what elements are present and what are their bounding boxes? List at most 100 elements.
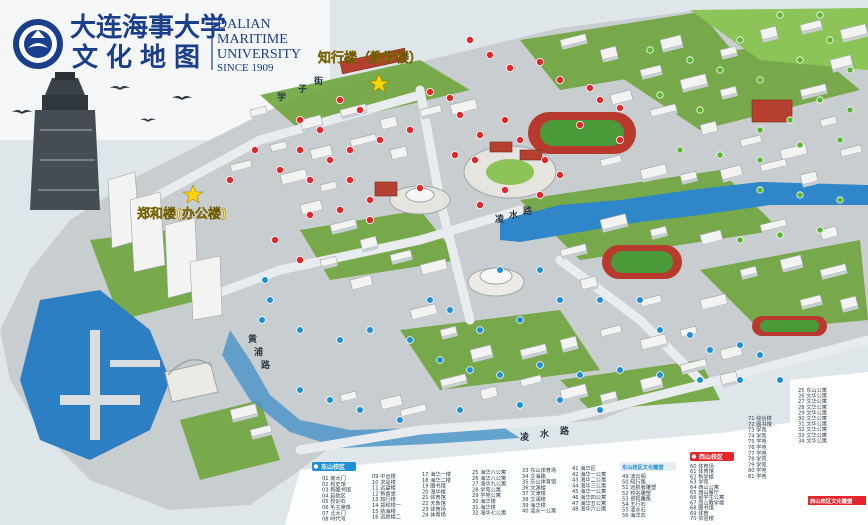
map-pin-north xyxy=(676,146,684,154)
map-pin-west xyxy=(336,336,344,344)
legend-entry: 66 留学生公寓 xyxy=(690,493,724,501)
campus-building-shadow xyxy=(561,250,588,260)
campus-building-shadow xyxy=(582,285,599,293)
campus-building-shadow xyxy=(722,380,739,388)
map-pin-east xyxy=(556,170,565,179)
legend-entry: 17 海华一楼 xyxy=(422,470,451,478)
legend-entry: 31 文华公寓 xyxy=(798,420,827,428)
map-pin-west xyxy=(406,336,414,344)
campus-building-shadow xyxy=(722,354,744,363)
logo-cn-line2: 文化地图 xyxy=(72,42,208,73)
legend-entry: 33 东山体育场 xyxy=(522,466,556,474)
campus-building xyxy=(719,45,738,58)
map-pin-east xyxy=(295,255,304,264)
map-pin-west xyxy=(436,356,444,364)
legend-entry: 76 学苑 xyxy=(748,443,767,451)
star-icon xyxy=(182,73,390,204)
map-pin-north xyxy=(836,136,844,144)
logo-en-line1: DALIAN xyxy=(217,17,271,32)
map-pin-north xyxy=(816,226,824,234)
campus-building-shadow xyxy=(802,180,819,188)
legend-entry: 73 学苑 xyxy=(748,426,767,434)
logo-en-line2: MARITIME xyxy=(217,32,288,47)
road-label-xuezi: 学 子 街 xyxy=(277,75,323,103)
campus-building-shadow xyxy=(392,155,409,163)
campus-building-shadow xyxy=(651,110,678,120)
legend-entry: 08 时代号 xyxy=(322,515,346,523)
map-pin-north xyxy=(656,91,664,99)
campus-building-shadow xyxy=(362,245,379,253)
legend-entry: 81 学苑 xyxy=(748,472,767,480)
map-pin-north xyxy=(736,36,744,44)
legend-entry: 54 五行石 xyxy=(622,500,646,508)
building-pins xyxy=(225,11,854,424)
legend-entry: 80 学苑 xyxy=(748,466,767,474)
legend-entry: 04 启航区 xyxy=(322,491,346,499)
legend-entry: 32 海华七公寓 xyxy=(472,509,506,517)
campus-building-shadow xyxy=(721,52,738,60)
gymnasium xyxy=(164,359,219,403)
legend-entry: 72 图书馆 xyxy=(748,420,772,428)
campus-building-shadow xyxy=(662,44,684,53)
map-pin-west xyxy=(706,346,714,354)
campus-building-shadow xyxy=(721,92,738,100)
legend-entry: 44 海华三公寓 xyxy=(572,481,606,489)
map-pin-west xyxy=(636,296,644,304)
map-pin-north xyxy=(756,186,764,194)
legend-entry: 61 体育馆 xyxy=(690,467,714,475)
legend-entry: 46 海华四公寓 xyxy=(572,493,606,501)
campus-building-shadow xyxy=(321,262,338,270)
campus-building-shadow xyxy=(271,147,288,155)
legend-entry: 49 凌云阁 xyxy=(622,472,646,480)
campus-building-shadow xyxy=(642,343,669,353)
map-pin-west xyxy=(756,351,764,359)
map-pin-west xyxy=(776,376,784,384)
campus-building-shadow xyxy=(382,404,404,413)
campus-building xyxy=(659,34,684,51)
legend-entry: 77 学苑 xyxy=(748,449,767,457)
map-pin-west xyxy=(296,326,304,334)
campus-building-shadow xyxy=(231,166,253,175)
map-pin-north xyxy=(736,236,744,244)
map-pin-east xyxy=(250,145,259,154)
legend-west-header: 西山校区 xyxy=(699,453,723,461)
map-pin-east xyxy=(576,121,585,130)
campus-building-shadow xyxy=(441,380,468,390)
legend-entry: 29 学苑公寓 xyxy=(472,491,501,499)
campus-building-shadow xyxy=(702,303,729,313)
map-pin-west xyxy=(686,331,694,339)
legend-entry: 22 天象馆 xyxy=(422,499,446,507)
legend-culture-header: 东山校区文化雕塑 xyxy=(622,463,664,471)
map-pin-west xyxy=(656,326,664,334)
legend-entry: 15 航海楼 xyxy=(372,507,396,515)
map-pin-north xyxy=(696,106,704,114)
map-pin-east xyxy=(305,210,314,219)
map-pin-east xyxy=(405,126,414,135)
legend-east-header: 东山校区 xyxy=(321,463,345,471)
campus-building-shadow xyxy=(702,130,719,138)
svg-text:水: 水 xyxy=(540,428,550,440)
legend-entry: 70 实验楼 xyxy=(690,514,714,522)
legend-entry: 05 校训石 xyxy=(322,497,346,505)
legend-entry: 65 西山餐厅 xyxy=(690,488,719,496)
campus-building-shadow xyxy=(822,235,839,243)
map-pin-east xyxy=(475,200,484,209)
map-pin-west xyxy=(556,396,564,404)
map-pin-west xyxy=(258,316,266,324)
map-pin-east xyxy=(315,126,324,135)
legend-entry: 48 海华六公寓 xyxy=(572,505,606,513)
campus-building-shadow xyxy=(782,153,809,163)
campus-building-shadow xyxy=(472,354,494,363)
campus-building-shadow xyxy=(682,83,709,93)
map-pin-east xyxy=(450,150,459,159)
campus-building-shadow xyxy=(601,331,623,340)
legend-entry: 19 图书馆 xyxy=(422,482,446,490)
legend-entry: 47 海华五公寓 xyxy=(572,499,606,507)
legend-entry: 55 凌水石 xyxy=(622,506,646,514)
campus-building-shadow xyxy=(601,397,618,405)
legend-entry: 28 学苑公寓 xyxy=(472,485,501,493)
map-pin-east xyxy=(455,111,464,120)
svg-text:凌: 凌 xyxy=(520,431,530,443)
